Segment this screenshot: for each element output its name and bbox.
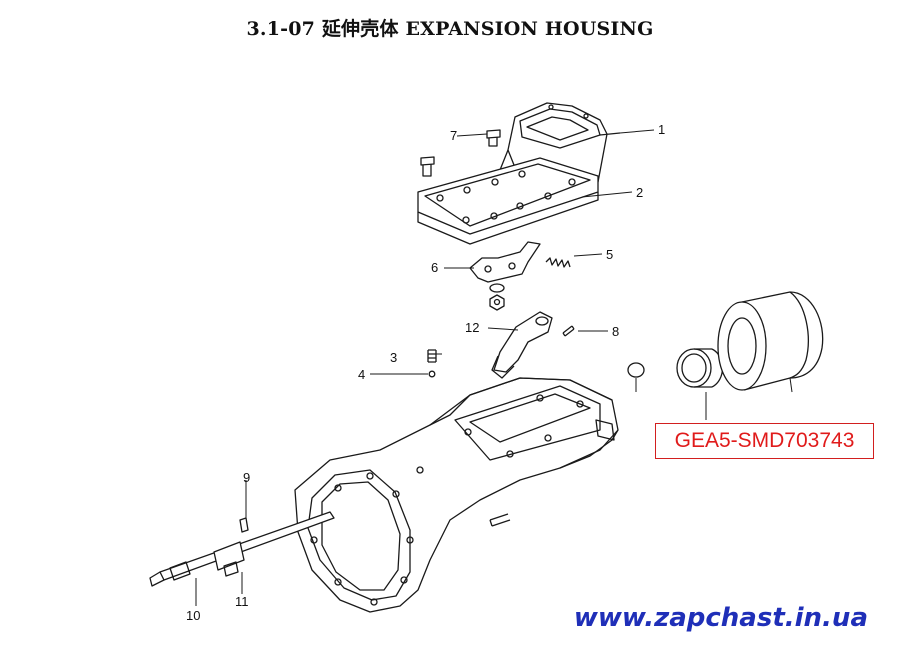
part-10-shift-rod xyxy=(149,511,335,587)
leader-lines xyxy=(195,129,793,606)
callout-2: 2 xyxy=(636,185,643,200)
part-code-box: GEA5-SMD703743 xyxy=(655,423,874,459)
part-9-pin xyxy=(239,517,249,533)
diagram-title: 3.1-07 延伸壳体 EXPANSION HOUSING xyxy=(246,18,654,40)
main-housing xyxy=(294,377,619,613)
callout-3: 3 xyxy=(390,350,397,365)
part-5-spring xyxy=(545,257,571,268)
callout-11: 11 xyxy=(235,594,249,609)
callout-6: 6 xyxy=(431,260,438,275)
bushing-sleeve xyxy=(717,291,824,391)
callout-4: 4 xyxy=(358,367,365,382)
callout-9: 9 xyxy=(243,470,250,485)
website-watermark[interactable]: www.zapchast.in.ua xyxy=(573,603,868,633)
part-4-ball xyxy=(428,370,436,378)
callout-8: 8 xyxy=(612,324,619,339)
callout-7: 7 xyxy=(450,128,457,143)
part-7-bolts xyxy=(420,129,501,177)
part-8-pin xyxy=(562,325,575,337)
part-11-clip xyxy=(223,561,239,577)
part-3-spring xyxy=(427,349,437,363)
part-2-gasket xyxy=(417,157,599,245)
callout-12: 12 xyxy=(465,320,479,335)
callout-10: 10 xyxy=(186,608,200,623)
oil-seal xyxy=(676,348,724,388)
part-12-shift-arm xyxy=(491,311,553,379)
part-6-lever-bracket xyxy=(469,241,541,283)
nut xyxy=(489,294,505,311)
callout-1: 1 xyxy=(658,122,665,137)
washer xyxy=(489,283,505,293)
callout-5: 5 xyxy=(606,247,613,262)
plug xyxy=(627,362,645,378)
